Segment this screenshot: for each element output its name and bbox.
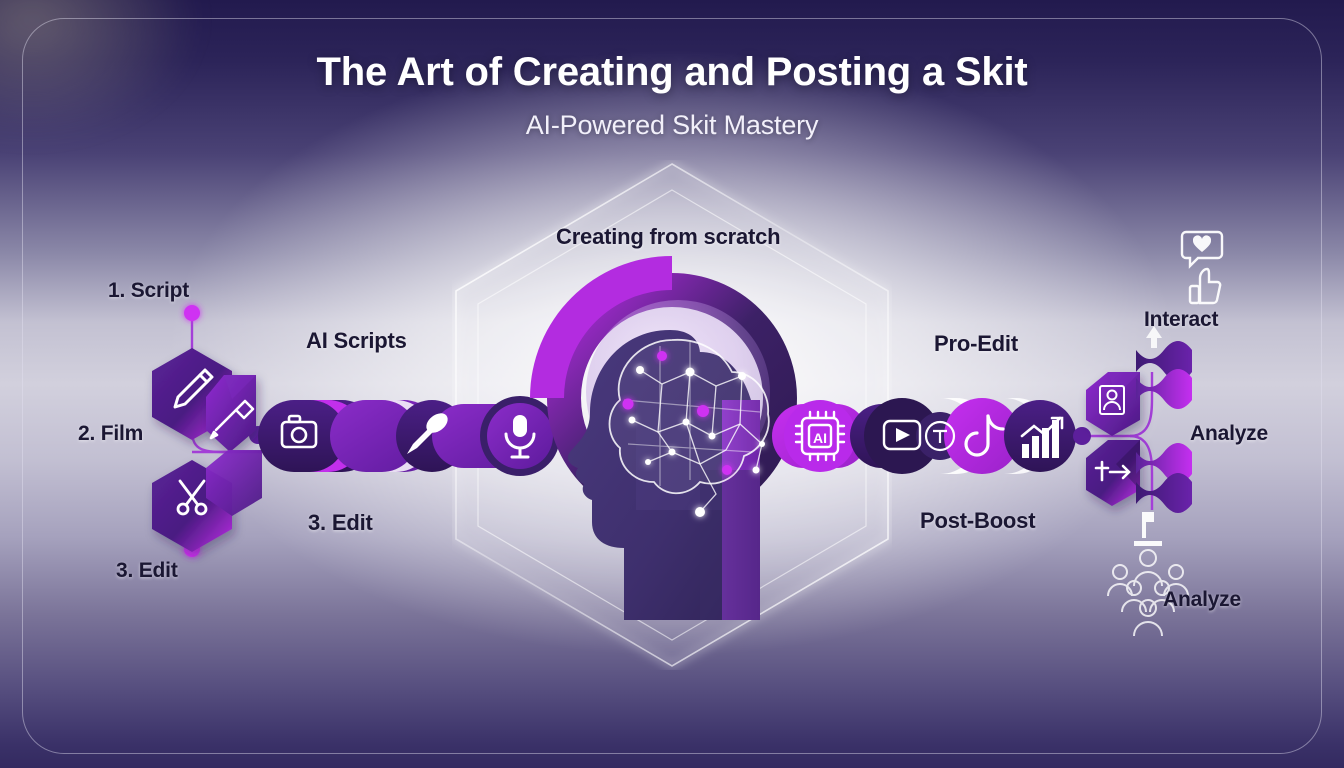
left-connector-lines <box>190 318 300 552</box>
label-step-1: 1. Script <box>108 279 190 302</box>
right-junction-node <box>1073 427 1091 445</box>
left-top-node <box>184 305 200 321</box>
page-title: The Art of Creating and Posting a Skit <box>316 50 1028 94</box>
pen-tool-icon <box>209 399 255 440</box>
left-bottom-node <box>184 541 200 557</box>
thumbs-up-icon <box>1188 267 1222 305</box>
hex-pencil <box>152 348 232 440</box>
share-arrow-icon <box>1094 460 1131 482</box>
label-interact: Interact <box>1144 308 1219 331</box>
camera-icon <box>280 414 318 449</box>
hex-pen-tool <box>206 375 256 452</box>
label-edit-center: 3. Edit <box>308 510 373 535</box>
studio-microphone-icon <box>504 415 536 459</box>
ai-chip-icon: AI <box>794 410 846 462</box>
page-subtitle: AI-Powered Skit Mastery <box>525 110 819 140</box>
hex-profile <box>1086 372 1140 436</box>
capsule-group-right: AI <box>772 398 1076 474</box>
tiktok-note-icon <box>964 414 1005 457</box>
left-junction-node <box>249 426 267 444</box>
capsule-group-left <box>258 396 560 476</box>
label-post-boost: Post-Boost <box>920 508 1036 533</box>
signal-waves <box>1136 326 1192 513</box>
label-analyze-bottom: Analyze <box>1163 588 1241 611</box>
hex-scissors <box>152 460 232 552</box>
comment-heart-icon <box>1180 230 1224 269</box>
brain-network <box>608 339 770 517</box>
scissors-icon <box>176 479 208 516</box>
hex-share <box>1086 440 1140 506</box>
label-step-2: 2. Film <box>78 422 144 445</box>
hex-accent-mid <box>206 450 262 516</box>
right-connector-lines <box>1078 372 1154 510</box>
pencil-icon <box>173 368 214 409</box>
svg-text:AI: AI <box>813 430 827 446</box>
human-head-brain-icon <box>530 256 797 620</box>
handheld-microphone-icon <box>407 413 448 454</box>
label-pro-edit: Pro-Edit <box>934 331 1018 356</box>
analytics-bar-chart-icon <box>1020 416 1064 458</box>
video-play-icon <box>882 419 922 451</box>
profile-card-icon <box>1099 385 1125 415</box>
label-analyze-top: Analyze <box>1190 422 1268 445</box>
label-ai-scripts: AI Scripts <box>306 328 407 353</box>
text-circle-icon <box>924 420 956 452</box>
publish-flag-icon <box>1134 512 1162 546</box>
label-step-3: 3. Edit <box>116 559 178 582</box>
label-creating-from-scratch: Creating from scratch <box>556 224 781 249</box>
